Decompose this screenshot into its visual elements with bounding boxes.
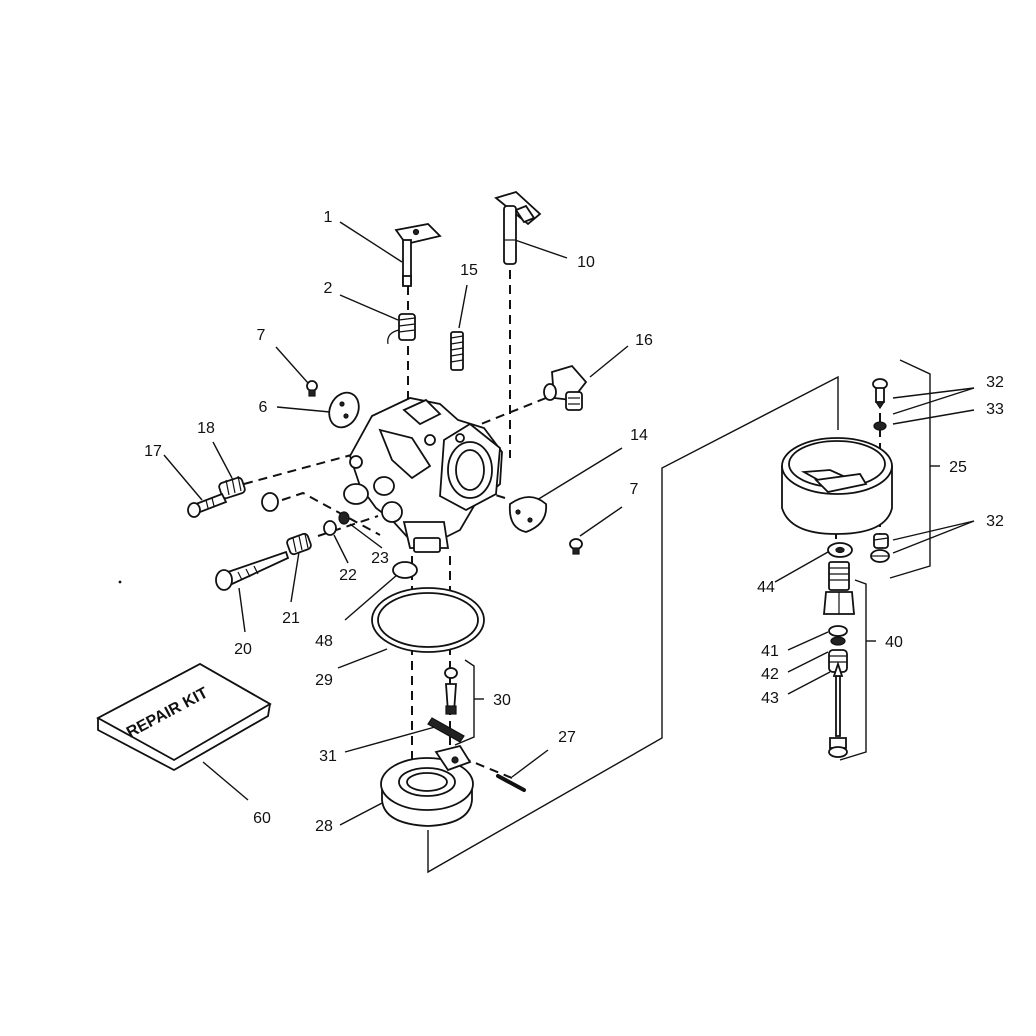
washer-part-48 xyxy=(392,561,418,579)
throttle-plate-part xyxy=(328,391,360,429)
callout-17: 17 xyxy=(144,443,162,460)
callout-30: 30 xyxy=(493,692,511,709)
speck xyxy=(118,580,122,584)
throttle-shaft-part xyxy=(394,223,442,287)
callout-7-lower: 7 xyxy=(630,481,639,498)
clip-part xyxy=(427,717,465,743)
callout-32-bottom: 32 xyxy=(986,513,1004,530)
float-bowl-bolt-part xyxy=(872,378,888,431)
callout-10: 10 xyxy=(577,254,595,271)
throttle-spring-part xyxy=(387,313,416,345)
callout-2: 2 xyxy=(324,280,333,297)
callout-40: 40 xyxy=(885,634,903,651)
float-needle-part xyxy=(444,667,458,715)
callout-15: 15 xyxy=(460,262,478,279)
callout-28: 28 xyxy=(315,818,333,835)
repair-kit-part: REPAIR KIT xyxy=(96,662,272,772)
callout-33: 33 xyxy=(986,401,1004,418)
choke-plate-part xyxy=(508,496,548,533)
leader-lines xyxy=(163,221,975,826)
callout-14: 14 xyxy=(630,427,648,444)
idle-screw-part xyxy=(450,331,464,371)
callout-42: 42 xyxy=(761,666,779,683)
callout-21: 21 xyxy=(282,610,300,627)
screw-part-lower xyxy=(569,538,583,555)
callout-41: 41 xyxy=(761,643,779,660)
callout-27: 27 xyxy=(558,729,576,746)
callout-1: 1 xyxy=(324,209,333,226)
screw-part-17 xyxy=(187,492,228,518)
float-pin-part xyxy=(496,774,526,792)
float-bowl-part xyxy=(781,437,893,535)
fuel-inlet-fitting-part xyxy=(543,364,588,411)
group-brackets xyxy=(454,359,940,761)
callout-31: 31 xyxy=(319,748,337,765)
callout-7-upper: 7 xyxy=(257,327,266,344)
callout-16: 16 xyxy=(635,332,653,349)
main-jet-assembly-part xyxy=(823,561,855,758)
callout-43: 43 xyxy=(761,690,779,707)
washer-part-22 xyxy=(323,511,350,536)
callout-25: 25 xyxy=(949,459,967,476)
callout-22: 22 xyxy=(339,567,357,584)
section-frame xyxy=(427,375,839,874)
callout-32-top: 32 xyxy=(986,374,1004,391)
callout-18: 18 xyxy=(197,420,215,437)
callout-48: 48 xyxy=(315,633,333,650)
callout-44: 44 xyxy=(757,579,775,596)
assembly-lines xyxy=(243,270,881,779)
float-part xyxy=(380,744,474,827)
bowl-screw-parts xyxy=(870,533,890,563)
choke-shaft-part xyxy=(494,190,542,265)
callout-20: 20 xyxy=(234,641,252,658)
washer-part-44 xyxy=(827,542,853,558)
callout-60: 60 xyxy=(253,810,271,827)
spring-part-18 xyxy=(218,475,246,500)
callout-labels: 1 2 7 6 10 15 16 18 17 14 7 23 22 21 20 … xyxy=(144,209,1004,835)
callout-6: 6 xyxy=(259,399,268,416)
needle-screw-part-20 xyxy=(215,550,290,591)
screw-part-upper xyxy=(306,380,318,397)
welch-plug-part xyxy=(261,492,279,512)
callout-29: 29 xyxy=(315,672,333,689)
carburetor-body-part xyxy=(343,397,503,553)
spring-part-21 xyxy=(286,532,312,556)
bowl-gasket-part xyxy=(371,587,485,653)
callout-23: 23 xyxy=(371,550,389,567)
